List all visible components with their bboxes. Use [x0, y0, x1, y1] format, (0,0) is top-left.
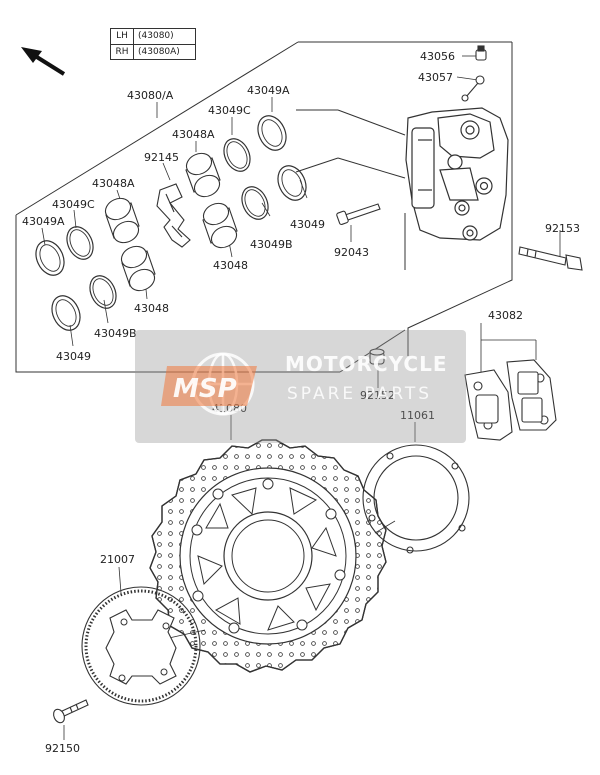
label-43049-right: 43049 [290, 218, 325, 231]
part-labels: 43080/A 43049A 43049C 43048A 92145 43048… [22, 50, 580, 755]
piston-43048-right [202, 202, 238, 249]
brake-caliper [405, 107, 509, 241]
pistons [104, 152, 238, 292]
label-43049a-left: 43049A [22, 215, 65, 228]
piston-43048a-top [185, 152, 221, 198]
piston-43048a-left [104, 197, 140, 244]
pad-spring [156, 183, 191, 248]
label-43048a-left: 43048A [92, 177, 135, 190]
label-43048a-top: 43048A [172, 128, 215, 141]
label-92153: 92153 [545, 222, 580, 235]
label-43057: 43057 [418, 71, 453, 84]
watermark-overlay: MSP MOTORCYCLE SPARE PARTS [135, 330, 466, 443]
label-92152: 92152 [360, 389, 395, 402]
front-direction-arrow-icon [21, 47, 66, 76]
label-43048-right: 43048 [213, 259, 248, 272]
legend-row-rh: RH (43080A) [111, 44, 195, 60]
label-92043: 92043 [334, 246, 369, 259]
label-43049c-left: 43049C [52, 198, 95, 211]
label-92150: 92150 [45, 742, 80, 755]
label-43049a-top: 43049A [247, 84, 290, 97]
bleeder-cap [475, 45, 487, 61]
side-legend: LH (43080) RH (43080A) [110, 28, 196, 60]
mounting-bolt [518, 246, 583, 271]
label-11061: 11061 [400, 409, 435, 422]
label-43056: 43056 [420, 50, 455, 63]
seal-ring-43049c-top [223, 138, 251, 172]
seal-ring-43049a-top [257, 115, 287, 151]
label-21007: 21007 [100, 553, 135, 566]
watermark-brand: MOTORCYCLE [285, 352, 448, 376]
label-92145: 92145 [144, 151, 179, 164]
seal-ring-43049b-right [241, 186, 269, 220]
logo-text: MSP [173, 374, 237, 404]
seal-ring-43049b-left [89, 275, 117, 309]
legend-value: (43080A) [138, 47, 180, 57]
label-43080a: 43080/A [127, 89, 174, 102]
piston-43048-left [120, 245, 156, 292]
label-43082: 43082 [488, 309, 523, 322]
label-43048-left: 43048 [134, 302, 169, 315]
label-43049c-top: 43049C [208, 104, 251, 117]
brake-pad-set [464, 359, 557, 441]
seal-ring-43049-left [51, 295, 81, 331]
legend-row-lh: LH (43080) [111, 29, 195, 44]
seal-ring-43049a-left [35, 240, 65, 276]
legend-value: (43080) [138, 31, 174, 41]
label-43049b-right: 43049B [250, 238, 293, 251]
rotor-screw [53, 699, 89, 724]
watermark-subtitle: SPARE PARTS [287, 384, 433, 404]
label-43049b-left: 43049B [94, 327, 137, 340]
brake-disc [149, 439, 387, 673]
legend-key: LH [111, 29, 134, 44]
pad-pin [336, 203, 381, 225]
label-43049-left: 43049 [56, 350, 91, 363]
abs-sensor-rotor [81, 586, 201, 706]
seal-ring-43049c-left [66, 226, 94, 260]
globe-logo-icon: MSP [161, 352, 257, 416]
bleeder-valve [461, 75, 485, 102]
seal-ring-43049-right [277, 165, 307, 201]
legend-key: RH [111, 45, 134, 60]
seal-rings [35, 115, 307, 331]
bushing [369, 348, 385, 365]
